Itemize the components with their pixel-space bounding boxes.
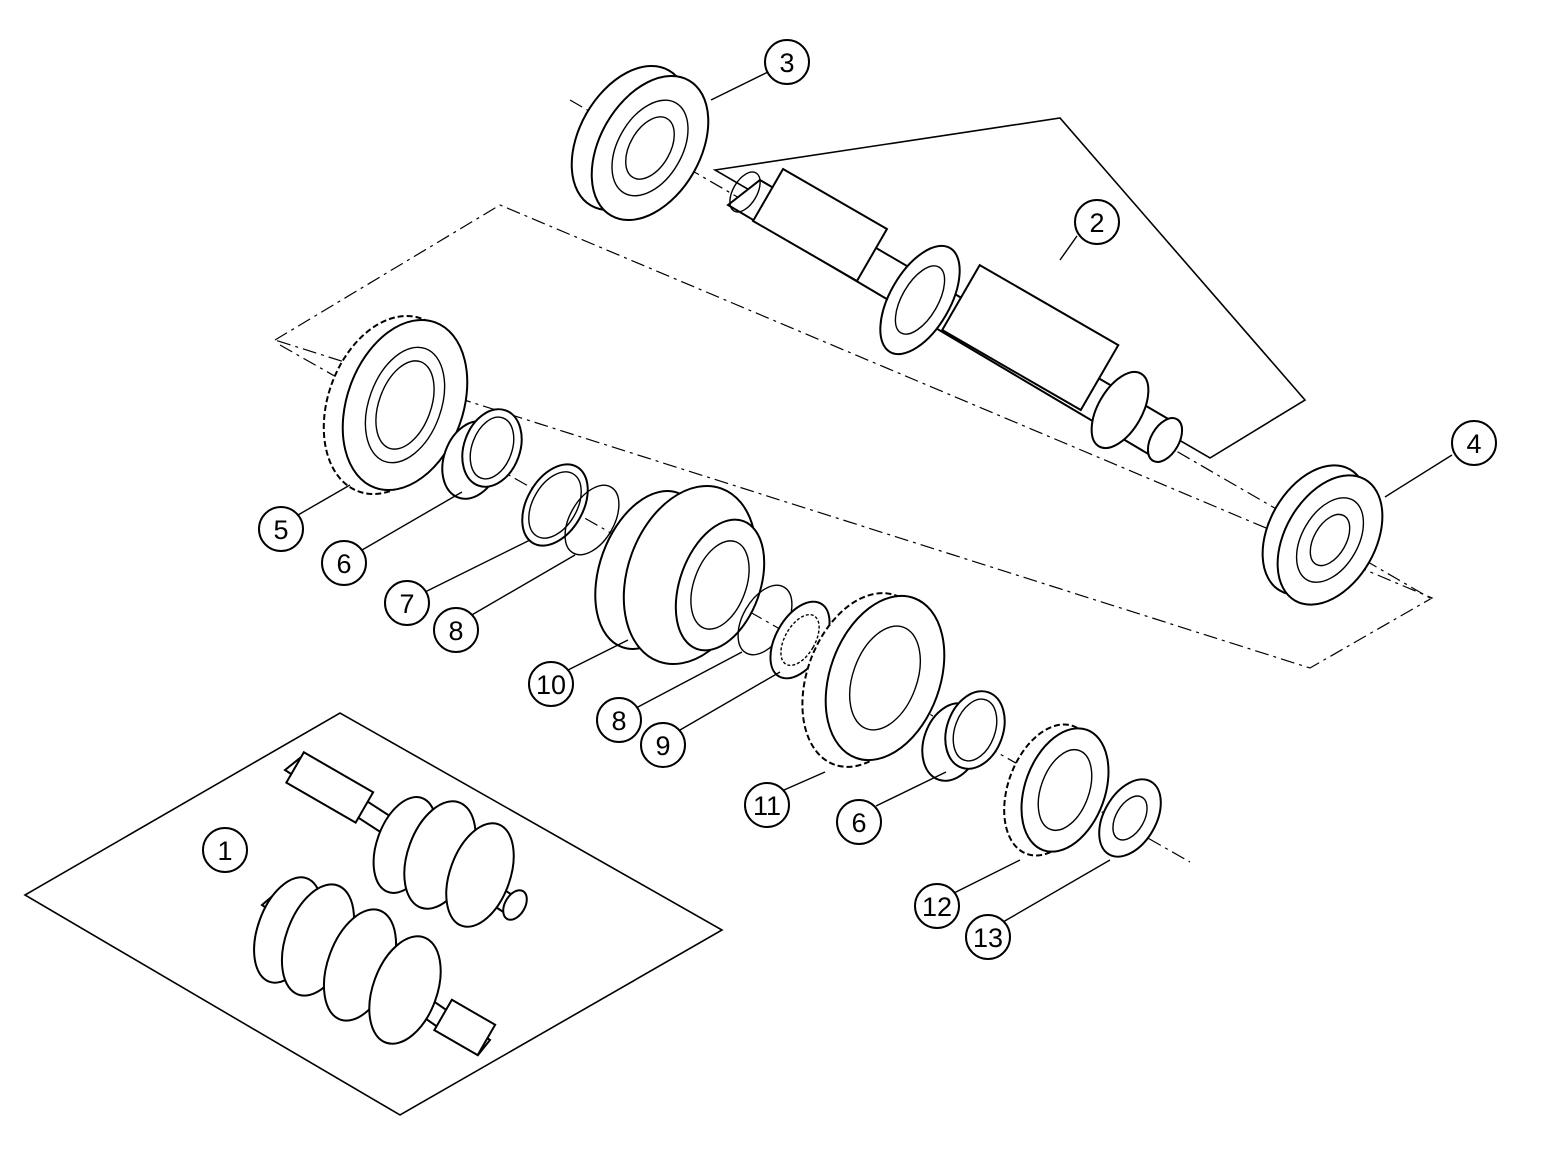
- callout-4: 4: [1451, 420, 1497, 466]
- bearing-3: [570, 64, 710, 222]
- complete-gearset-1: [253, 750, 528, 1057]
- gear-11: [801, 592, 946, 768]
- callout-label: 3: [779, 48, 794, 78]
- circlip-8a: [564, 484, 620, 556]
- callout-label: 12: [922, 892, 952, 922]
- bushing-6b: [921, 690, 1006, 782]
- callout-label: 13: [973, 923, 1003, 953]
- washer-7: [521, 463, 589, 547]
- callout-label: 11: [753, 791, 781, 821]
- callout-label: 10: [536, 670, 566, 700]
- thrust-washer-13: [1098, 778, 1162, 858]
- callout-6b: 6: [836, 799, 882, 845]
- callout-label: 9: [655, 731, 670, 761]
- callout-1: 1: [202, 827, 248, 873]
- callout-label: 2: [1089, 208, 1104, 238]
- callout-label: 4: [1466, 429, 1481, 459]
- gear-5: [322, 314, 469, 496]
- complete-gearset-frame: [23, 712, 724, 1116]
- callout-label: 6: [851, 808, 866, 838]
- callout-label: 7: [399, 589, 414, 619]
- main-shaft-2: [726, 167, 1184, 463]
- callout-7: 7: [384, 580, 430, 626]
- callout-label: 8: [448, 616, 463, 646]
- callout-13: 13: [965, 914, 1011, 960]
- callout-label: 1: [217, 836, 232, 866]
- callout-5: 5: [258, 506, 304, 552]
- callout-9: 9: [640, 722, 686, 768]
- callout-label: 6: [336, 549, 351, 579]
- callout-12: 12: [914, 883, 960, 929]
- countershaft-assembly-frame: [273, 204, 1434, 669]
- bushing-6a: [441, 408, 523, 500]
- callout-11: 11: [744, 782, 790, 828]
- callout-3: 3: [764, 39, 810, 85]
- callout-6a: 6: [321, 540, 367, 586]
- callout-10: 10: [528, 661, 574, 707]
- callout-label: 5: [273, 515, 288, 545]
- callout-label: 8: [611, 706, 626, 736]
- gear-12: [1003, 723, 1110, 857]
- bearing-4: [1261, 464, 1384, 606]
- callout-8a: 8: [433, 607, 479, 653]
- callout-2: 2: [1074, 199, 1120, 245]
- callout-8b: 8: [596, 697, 642, 743]
- leader-lines: [297, 71, 1453, 923]
